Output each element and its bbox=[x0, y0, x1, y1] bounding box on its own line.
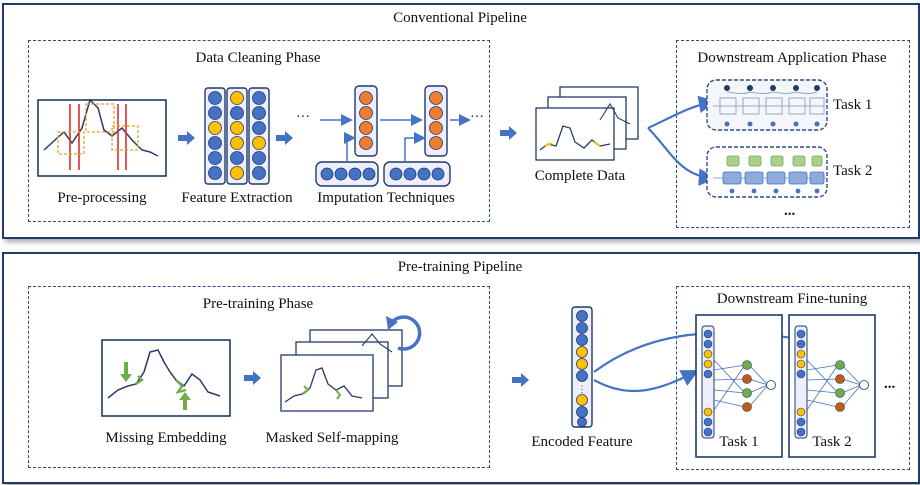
ellipsis-right: ··· bbox=[470, 110, 484, 125]
arrow-icon bbox=[500, 126, 517, 140]
pretraining-pipeline-title: Pre-training Pipeline bbox=[397, 259, 523, 275]
downstream-application-phase-box bbox=[676, 40, 910, 228]
finetuning-task2-card bbox=[788, 314, 876, 458]
pretraining-phase-title: Pre-training Phase bbox=[202, 296, 314, 312]
imputation-network bbox=[315, 85, 471, 187]
downstream-finetuning-box bbox=[676, 286, 910, 470]
pretraining-phase-box bbox=[28, 286, 490, 468]
preprocessing-image bbox=[37, 98, 167, 177]
conventional-pipeline-title: Conventional Pipeline bbox=[393, 10, 527, 26]
missing-embedding-image bbox=[101, 339, 231, 417]
arrow-icon bbox=[178, 131, 195, 145]
data-cleaning-phase-box bbox=[28, 40, 490, 222]
ft-more-label: ... bbox=[884, 376, 896, 392]
imputation-techniques-label: Imputation Techniques bbox=[317, 190, 455, 206]
complete-data-stack bbox=[535, 86, 639, 161]
task1-rnn-diagram bbox=[706, 79, 828, 131]
task2-rnn-diagram bbox=[706, 146, 828, 198]
feature-extraction-columns bbox=[204, 87, 270, 185]
conv-task1-label: Task 1 bbox=[833, 97, 873, 113]
finetuning-task1-card bbox=[695, 314, 783, 458]
downstream-finetuning-title: Downstream Fine-tuning bbox=[716, 291, 868, 307]
complete-data-label: Complete Data bbox=[534, 168, 626, 184]
missing-embedding-label: Missing Embedding bbox=[105, 430, 227, 446]
encoded-feature-column: ⋮ bbox=[571, 306, 593, 428]
conv-more-label: ... bbox=[784, 203, 796, 219]
arrow-icon bbox=[276, 131, 293, 145]
svg-text:⋮: ⋮ bbox=[578, 384, 587, 394]
feature-extraction-label: Feature Extraction bbox=[181, 190, 293, 206]
arrow-icon bbox=[244, 371, 261, 385]
downstream-application-phase-title: Downstream Application Phase bbox=[697, 50, 887, 66]
masked-self-mapping-stack bbox=[280, 315, 422, 412]
preprocessing-label: Pre-processing bbox=[57, 190, 147, 206]
ft-task1-label: Task 1 bbox=[719, 434, 759, 450]
arrow-icon bbox=[512, 373, 529, 387]
encoded-feature-label: Encoded Feature bbox=[531, 434, 633, 450]
ellipsis-left: ··· bbox=[296, 110, 310, 125]
data-cleaning-phase-title: Data Cleaning Phase bbox=[195, 50, 321, 66]
ft-task2-label: Task 2 bbox=[812, 434, 852, 450]
masked-self-mapping-label: Masked Self-mapping bbox=[265, 430, 399, 446]
conv-task2-label: Task 2 bbox=[833, 163, 873, 179]
